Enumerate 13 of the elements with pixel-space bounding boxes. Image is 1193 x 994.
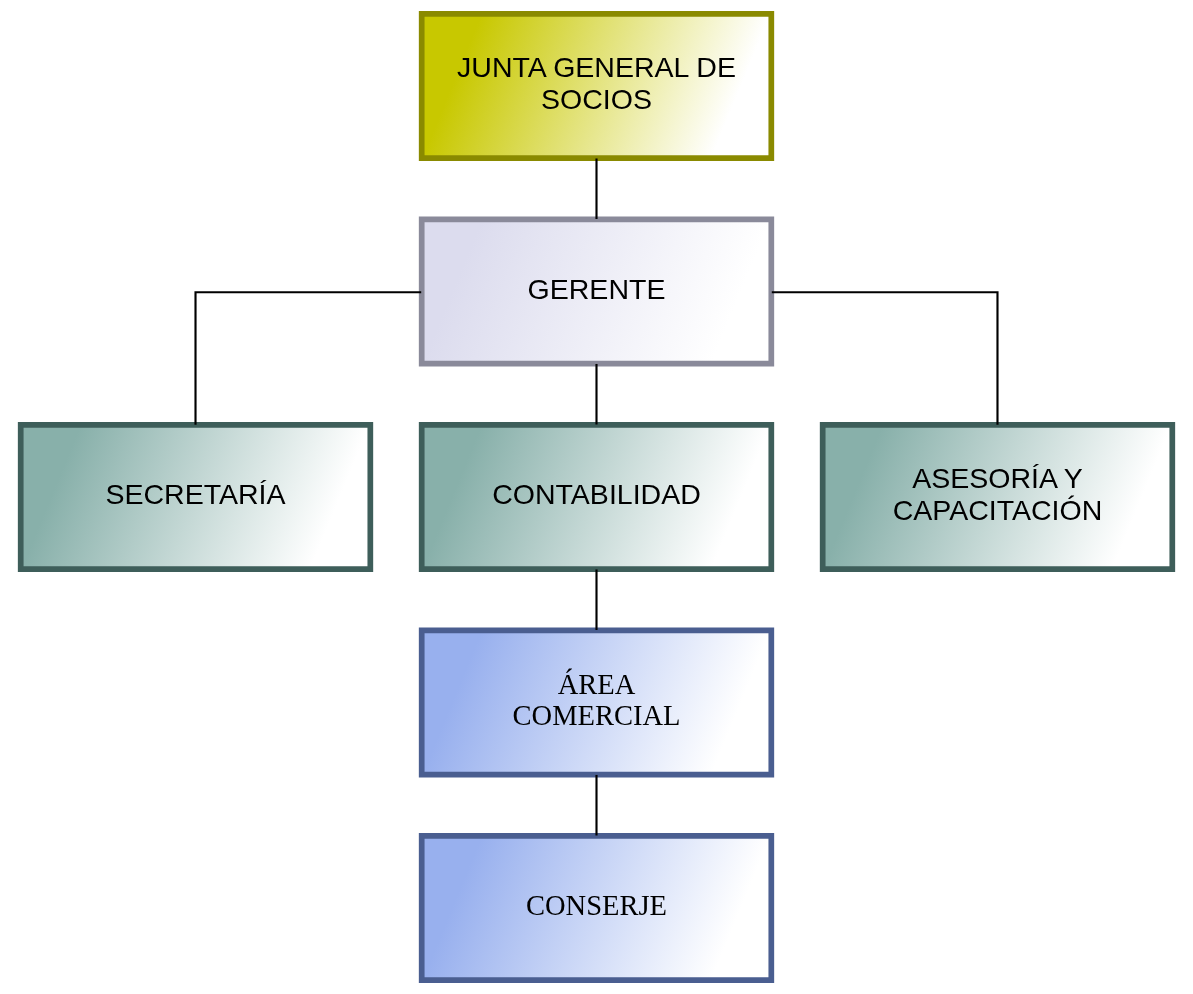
node-box: SECRETARÍA xyxy=(17,422,374,572)
connector xyxy=(194,291,422,425)
connector xyxy=(771,291,999,425)
connector xyxy=(595,363,598,425)
node-box: ÁREA COMERCIAL xyxy=(418,627,775,778)
node-box: ASESORÍA Y CAPACITACIÓN xyxy=(819,422,1176,572)
connector xyxy=(595,774,598,836)
connector xyxy=(595,569,598,630)
node-box: GERENTE xyxy=(418,216,775,367)
node-box: CONTABILIDAD xyxy=(418,422,775,572)
node-box: CONSERJE xyxy=(418,833,775,983)
node-box: JUNTA GENERAL DE SOCIOS xyxy=(418,11,775,161)
connector xyxy=(595,158,598,219)
